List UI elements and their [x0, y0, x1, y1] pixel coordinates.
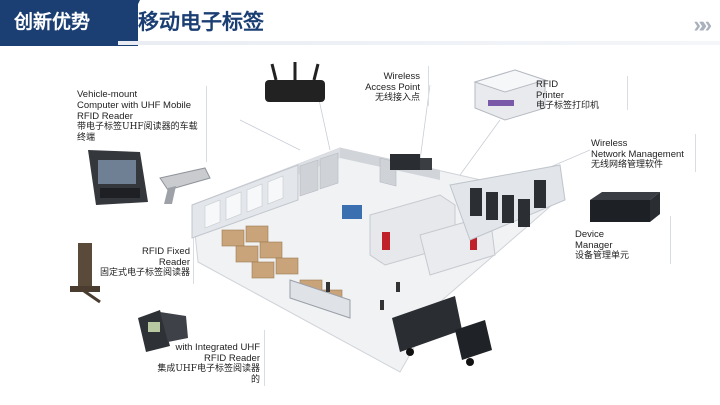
integrated-reader-device: [138, 310, 188, 352]
bracket-network-management: [695, 134, 696, 172]
section-tab-label: 创新优势: [14, 12, 91, 33]
bracket-access-point: [428, 66, 429, 106]
page-header: 创新优势 移动电子标签 »»: [0, 0, 720, 46]
red-door: [382, 232, 390, 250]
label-vehicle-mount-zh1: 带电子标签UHF阅读器的车载: [77, 122, 198, 132]
bracket-vehicle-mount: [206, 86, 207, 162]
page-title: 移动电子标签: [138, 11, 264, 34]
wireless-access-point-device: [265, 62, 325, 102]
label-integrated-reader-zh2: 的: [250, 375, 260, 385]
label-fixed-reader-en1: RFID Fixed: [141, 246, 190, 257]
truck-top: [390, 154, 432, 170]
label-vehicle-mount-en1: Vehicle-mount: [77, 89, 138, 100]
label-wireless-ap-zh1: 无线接入点: [374, 93, 420, 103]
label-device-manager: Device Manager 设备管理单元: [575, 229, 669, 262]
forklift: [342, 205, 362, 219]
label-device-manager-en1: Device: [575, 229, 605, 240]
section-tab: 创新优势: [0, 0, 138, 46]
label-wireless-ap-en2: Access Point: [365, 82, 420, 93]
label-integrated-reader-en2: RFID Reader: [204, 353, 260, 364]
title-underline: [118, 41, 720, 45]
label-vehicle-mount-en2: Computer with UHF Mobile: [77, 100, 192, 111]
device-manager-device: [590, 192, 660, 222]
label-wireless-nm-zh1: 无线网络管理软件: [591, 160, 664, 170]
bracket-integrated-reader: [264, 330, 265, 386]
bracket-fixed-reader: [193, 238, 194, 284]
truck-bottom: [392, 296, 492, 366]
vehicle-mount-computer-device: [88, 150, 148, 205]
label-wireless-nm-en1: Wireless: [591, 138, 628, 149]
workers: [326, 282, 400, 310]
window-panels: [204, 175, 284, 229]
section-tab-notch: [118, 0, 140, 46]
handheld-scanner-device: [159, 167, 211, 204]
fixed-reader-device: [70, 243, 101, 304]
label-device-manager-en2: Manager: [575, 240, 613, 251]
label-vehicle-mount-en3: RFID Reader: [77, 111, 133, 122]
shelving-rack: [289, 279, 351, 319]
label-rfid-printer-en2: Printer: [536, 90, 564, 101]
bracket-rfid-printer: [627, 76, 628, 110]
label-integrated-reader-en1: with Integrated UHF: [175, 342, 260, 353]
red-door-2: [470, 236, 477, 250]
rfid-printer-device: [473, 69, 547, 121]
server-racks: [470, 180, 546, 227]
label-rfid-printer: RFID Printer 电子标签打印机: [536, 79, 626, 112]
label-wireless-nm-en2: Network Management: [591, 149, 684, 160]
label-vehicle-mount-zh2: 终端: [77, 133, 96, 143]
label-fixed-reader-en2: Reader: [158, 257, 190, 268]
label-vehicle-mount: Vehicle-mount Computer with UHF Mobile R…: [77, 89, 205, 144]
bracket-device-manager: [670, 216, 671, 264]
label-wireless-access-point: Wireless Access Point 无线接入点: [342, 71, 420, 104]
label-wireless-network-management: Wireless Network Management 无线网络管理软件: [591, 138, 695, 171]
label-fixed-reader-zh1: 固定式电子标签阅读器: [99, 268, 190, 278]
label-rfid-printer-en1: RFID: [536, 79, 559, 90]
label-rfid-printer-zh1: 电子标签打印机: [536, 101, 600, 111]
label-wireless-ap-en1: Wireless: [383, 71, 420, 82]
label-device-manager-zh1: 设备管理单元: [575, 251, 630, 261]
label-integrated-reader-zh1: 集成UHF电子标签阅读器: [157, 364, 260, 374]
label-integrated-reader: with Integrated UHF RFID Reader 集成UHF电子标…: [152, 342, 260, 386]
label-fixed-reader: RFID Fixed Reader 固定式电子标签阅读器: [95, 246, 190, 279]
